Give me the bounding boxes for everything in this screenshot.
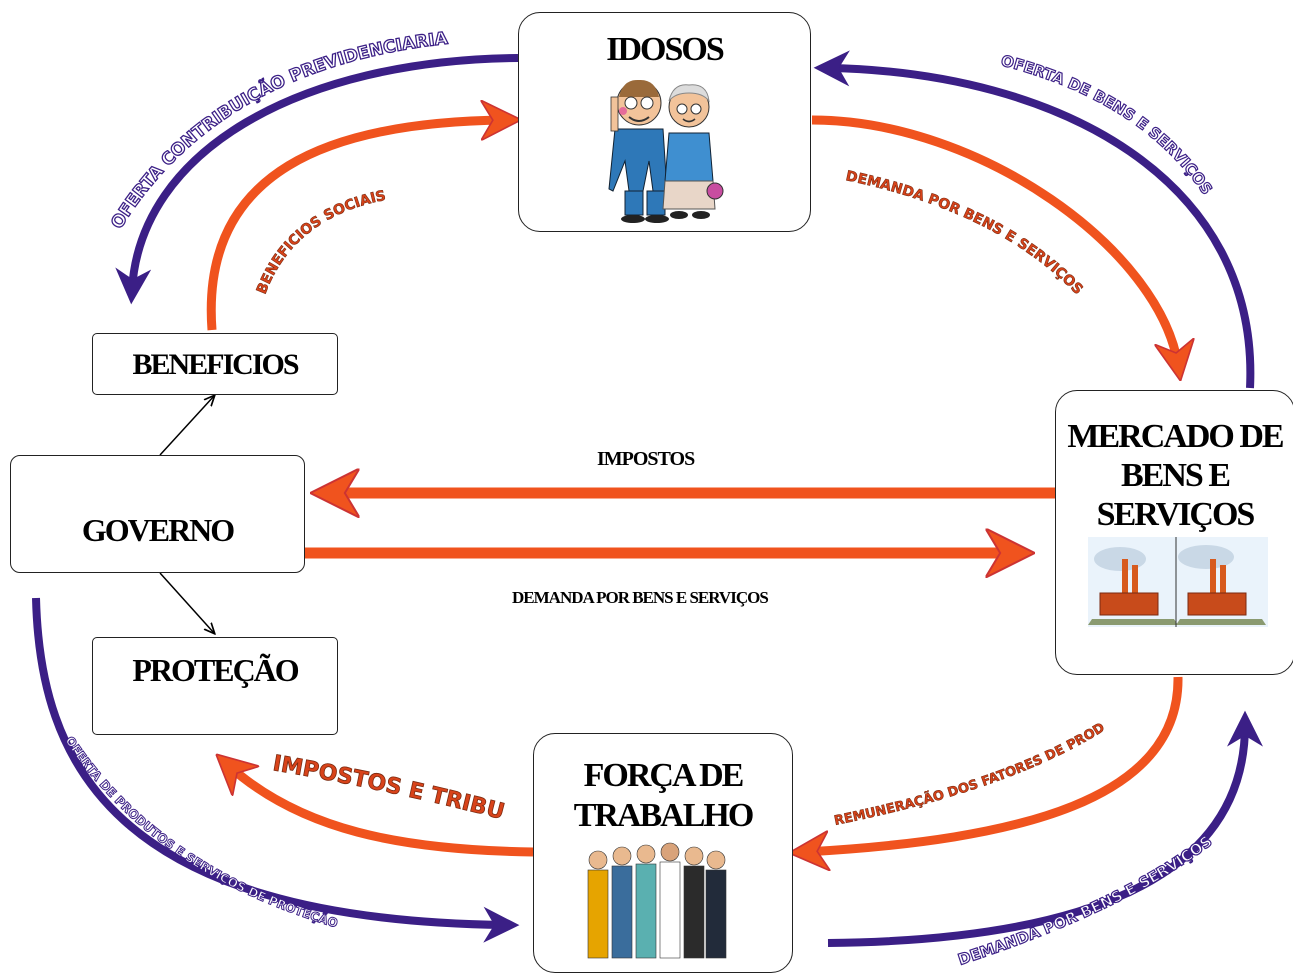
mercado-title-line-1: MERCADO DE [1067, 418, 1284, 455]
beneficios-node: BENEFICIOS [92, 333, 338, 395]
demanda-governo-label: DEMANDA POR BENS E SERVIÇOS [512, 588, 769, 607]
remuneracao-arrow [805, 676, 1183, 852]
beneficios-title: BENEFICIOS [132, 348, 299, 381]
governo-title: GOVERNO [81, 512, 235, 548]
protecao-title: PROTEÇÃO [132, 652, 299, 688]
forca-title-line-2: TRABALHO [573, 797, 755, 834]
impostos-label: IMPOSTOS [597, 448, 695, 470]
demanda-trabalho-arrow [827, 710, 1263, 947]
governo-protecao-connector [159, 572, 214, 633]
forca-node: FORÇA DE TRABALHO [533, 733, 793, 973]
oferta-protecao-arrow [32, 597, 520, 943]
idosos-title: IDOSOS [606, 31, 725, 68]
factory-icon [1088, 537, 1268, 627]
demanda-trabalho-label: DEMANDA POR BENS E SERVIÇOS [956, 832, 1216, 969]
mercado-node: MERCADO DE BENS E SERVIÇOS [1055, 390, 1293, 675]
governo-node: GOVERNO [10, 455, 305, 573]
forca-title-line-1: FORÇA DE [583, 757, 745, 794]
forca-title: FORÇA DE TRABALHO [534, 756, 792, 836]
idosos-node: IDOSOS [518, 12, 811, 232]
demanda-idosos-label: DEMANDA POR BENS E SERVIÇOS [844, 168, 1085, 298]
mercado-title-line-2: BENS E [1121, 457, 1231, 494]
beneficios-sociais-label: BENEFICIOS SOCIAIS [254, 188, 387, 296]
governo-beneficios-connector [159, 396, 214, 456]
beneficios-sociais-arrow [206, 120, 505, 331]
demanda-idosos-arrow [811, 115, 1178, 365]
oferta-bens-arrow [813, 50, 1255, 389]
mercado-title: MERCADO DE BENS E SERVIÇOS [1056, 417, 1293, 534]
oferta-bens-label: OFERTA DE BENS E SERVIÇOS [999, 51, 1216, 197]
elderly-couple-icon [608, 79, 724, 223]
workers-group-icon [587, 842, 727, 959]
mercado-title-line-3: SERVIÇOS [1096, 496, 1256, 533]
protecao-node: PROTEÇÃO [92, 637, 338, 735]
oferta-contribuicao-arrow [115, 54, 519, 305]
impostos-tributos-arrow [228, 765, 534, 857]
